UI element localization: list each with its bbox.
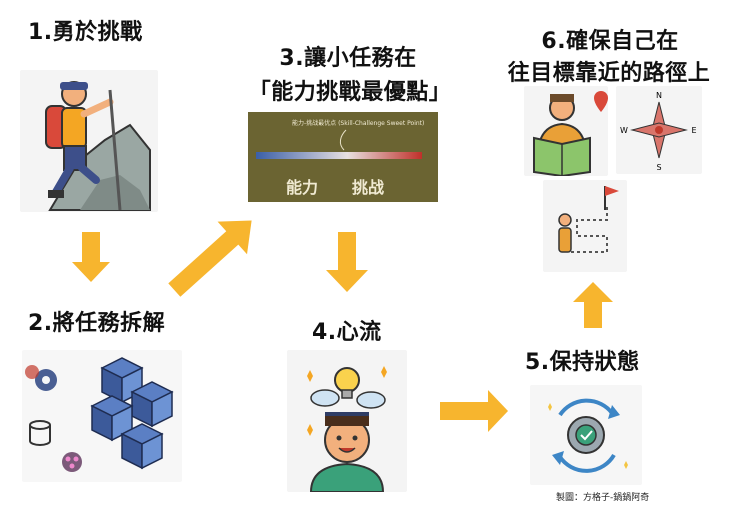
skill-label: 能力 [286, 178, 319, 197]
dots-icon [62, 452, 82, 472]
compass-card: N S W E [616, 86, 702, 174]
sweet-spot-pointer-icon [339, 129, 347, 151]
modules-card [22, 350, 182, 482]
step-3-title-line1: 3.讓小任務在 [279, 46, 417, 71]
climber-icon [45, 81, 151, 211]
step-2-title: 2.將任務拆解 [28, 311, 166, 336]
path-goal-icon [558, 186, 619, 253]
arrow-up-5-to-6 [573, 282, 613, 328]
step-5-title: 5.保持狀態 [525, 350, 640, 375]
step-1-title: 1.勇於挑戰 [28, 20, 143, 45]
path-goal-card [543, 180, 627, 272]
sweet-spot-caption: 能力-挑战最优点 (Skill-Challenge Sweet Point) [292, 120, 425, 127]
cube-grid-icon [90, 357, 174, 470]
compass-e-label: E [691, 126, 696, 135]
gears-icon [25, 365, 57, 391]
compass-icon: N S W E [620, 91, 696, 172]
modules-icon [25, 357, 174, 472]
sweet-spot-panel: 能力-挑战最优点 (Skill-Challenge Sweet Point) 能… [248, 112, 438, 202]
database-icon [29, 420, 51, 446]
flow-person-icon [307, 366, 387, 493]
arrow-down-3-to-4 [326, 232, 368, 292]
step-6-title-line2: 往目標靠近的路徑上 [507, 61, 711, 86]
step-3-title-line2: 「能力挑戰最優點」 [248, 80, 452, 105]
compass-s-label: S [656, 163, 661, 172]
map-person-card [524, 86, 608, 178]
climber-card [20, 70, 158, 212]
step-4-title: 4.心流 [312, 320, 382, 345]
arrow-right-4-to-5 [440, 390, 508, 432]
arrow-down-1-to-2 [72, 232, 110, 282]
arrow-diagonal-2-to-3 [168, 220, 252, 297]
flow-card [287, 350, 407, 493]
cycle-card [530, 385, 642, 485]
step-6-title-line1: 6.確保自己在 [541, 29, 679, 54]
challenge-label: 挑战 [352, 178, 385, 197]
cycle-gear-icon [548, 398, 628, 473]
compass-n-label: N [656, 91, 662, 100]
map-person-icon [533, 91, 608, 178]
compass-w-label: W [620, 126, 628, 135]
credit-text: 製圖：方格子-鍋鍋阿奇 [556, 493, 650, 503]
skill-challenge-gradient-bar [256, 152, 422, 159]
